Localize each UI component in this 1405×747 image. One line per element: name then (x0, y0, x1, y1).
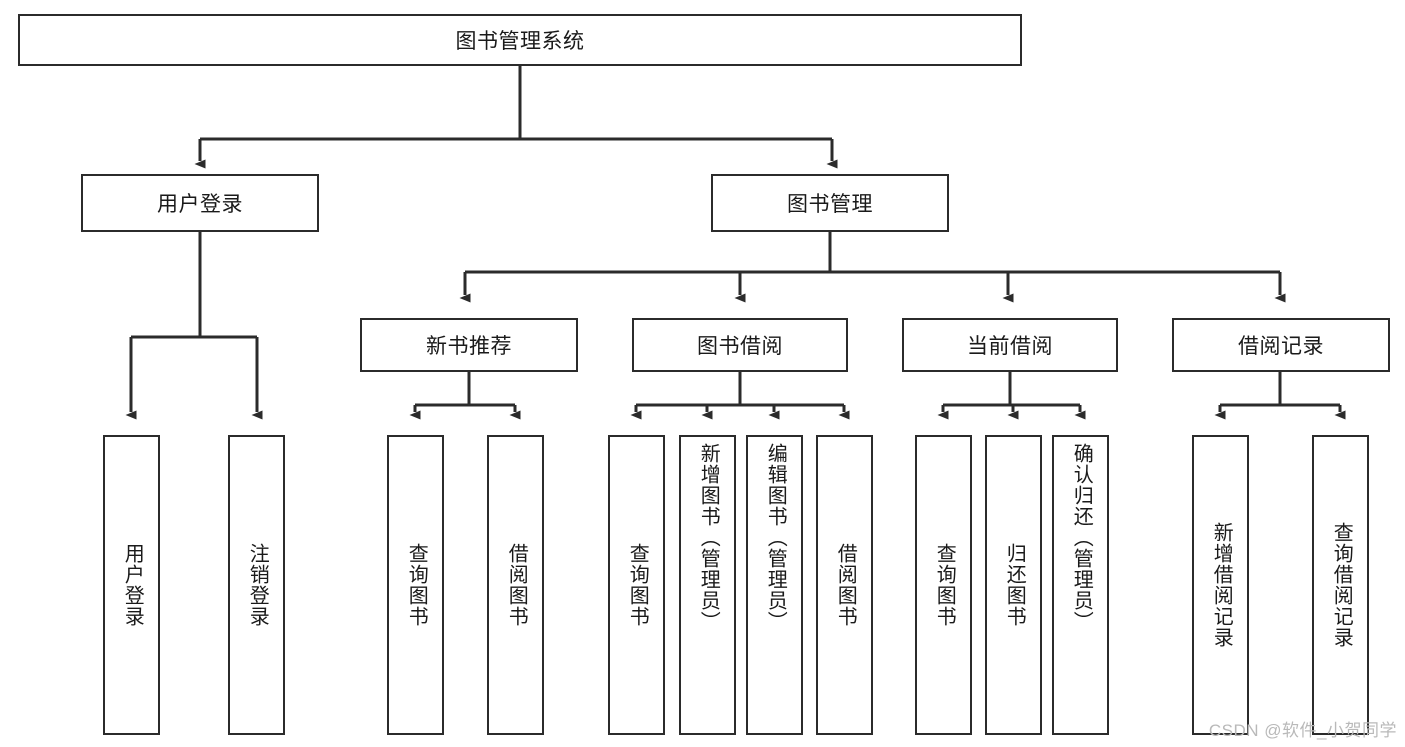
node-leaf-confirm-return-admin-label: 确认归还（管理员） (1070, 443, 1093, 632)
node-borrow-record[interactable]: 借阅记录 (1172, 318, 1390, 372)
node-leaf-edit-book-admin-label: 编辑图书（管理员） (764, 443, 787, 632)
node-root-label: 图书管理系统 (455, 30, 585, 53)
node-leaf-borrow-book-1-label: 借阅图书 (505, 543, 528, 627)
node-leaf-return-book[interactable]: 归还图书 (985, 435, 1042, 735)
node-leaf-return-book-label: 归还图书 (1003, 543, 1026, 627)
node-user-login-label: 用户登录 (157, 193, 243, 216)
node-new-book-recommend-label: 新书推荐 (426, 335, 512, 358)
node-leaf-edit-book-admin[interactable]: 编辑图书（管理员） (746, 435, 803, 735)
node-leaf-query-book-1[interactable]: 查询图书 (387, 435, 444, 735)
node-new-book-recommend[interactable]: 新书推荐 (360, 318, 578, 372)
csdn-watermark: CSDN @软件_小贺同学 (1208, 721, 1397, 740)
node-leaf-query-book-3-label: 查询图书 (933, 543, 956, 627)
node-book-manage-label: 图书管理 (787, 193, 873, 216)
node-leaf-query-book-2-label: 查询图书 (626, 543, 649, 627)
node-leaf-add-book-admin[interactable]: 新增图书（管理员） (679, 435, 736, 735)
node-current-borrow-label: 当前借阅 (967, 335, 1053, 358)
node-leaf-query-book-3[interactable]: 查询图书 (915, 435, 972, 735)
node-borrow-record-label: 借阅记录 (1238, 335, 1324, 358)
node-leaf-user-login[interactable]: 用户登录 (103, 435, 160, 735)
node-leaf-borrow-book-2[interactable]: 借阅图书 (816, 435, 873, 735)
node-current-borrow[interactable]: 当前借阅 (902, 318, 1118, 372)
node-leaf-query-book-1-label: 查询图书 (405, 543, 428, 627)
node-leaf-user-login-label: 用户登录 (121, 543, 144, 627)
node-leaf-add-book-admin-label: 新增图书（管理员） (697, 443, 720, 632)
node-leaf-borrow-book-1[interactable]: 借阅图书 (487, 435, 544, 735)
node-root[interactable]: 图书管理系统 (18, 14, 1022, 66)
node-leaf-confirm-return-admin[interactable]: 确认归还（管理员） (1052, 435, 1109, 735)
node-leaf-logout-login[interactable]: 注销登录 (228, 435, 285, 735)
node-user-login[interactable]: 用户登录 (81, 174, 319, 232)
node-leaf-logout-login-label: 注销登录 (246, 543, 269, 627)
node-leaf-borrow-book-2-label: 借阅图书 (834, 543, 857, 627)
node-book-borrow-label: 图书借阅 (697, 335, 783, 358)
node-leaf-query-book-2[interactable]: 查询图书 (608, 435, 665, 735)
node-leaf-query-borrow-record[interactable]: 查询借阅记录 (1312, 435, 1369, 735)
node-leaf-add-borrow-record-label: 新增借阅记录 (1210, 522, 1233, 648)
node-leaf-add-borrow-record[interactable]: 新增借阅记录 (1192, 435, 1249, 735)
node-book-manage[interactable]: 图书管理 (711, 174, 949, 232)
node-book-borrow[interactable]: 图书借阅 (632, 318, 848, 372)
node-leaf-query-borrow-record-label: 查询借阅记录 (1330, 522, 1353, 648)
